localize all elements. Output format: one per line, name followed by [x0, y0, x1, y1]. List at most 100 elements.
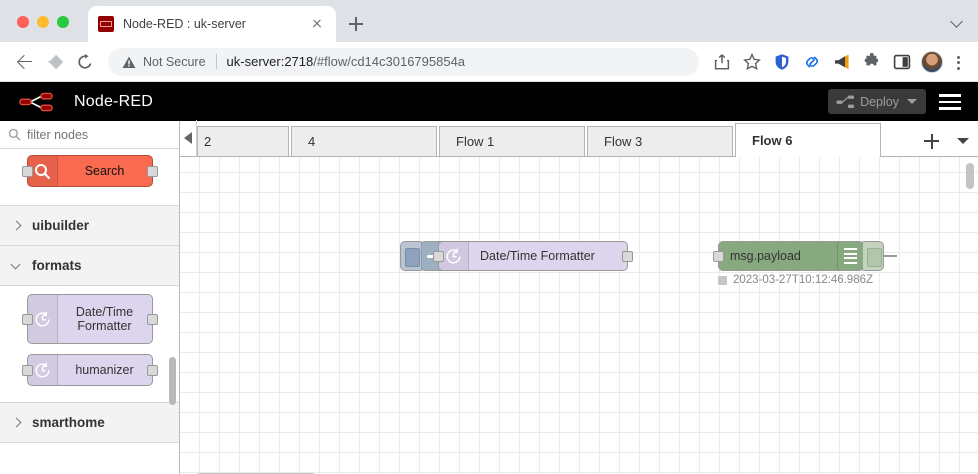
not-secure-warning-icon — [122, 56, 136, 68]
tabbar-actions — [914, 126, 978, 156]
workspace: 2 4 Flow 1 Flow 3 Flow 6 — [180, 120, 978, 474]
deploy-icon — [836, 94, 856, 110]
main-menu-button[interactable] — [939, 94, 961, 114]
palette-scroll-area: Search uibuilder formats — [0, 149, 179, 474]
avatar[interactable] — [918, 48, 946, 76]
browser-tab[interactable]: Node-RED : uk-server — [88, 6, 336, 42]
palette-search[interactable] — [0, 121, 179, 149]
flow-tab-flow-6[interactable]: Flow 6 — [735, 123, 881, 157]
palette-category-label: smarthome — [32, 415, 105, 430]
puzzle-extensions-icon[interactable] — [858, 48, 886, 76]
chevron-down-icon[interactable] — [907, 99, 917, 104]
node-status: 2023-03-27T10:12:46.986Z — [718, 274, 873, 286]
node-output-port[interactable] — [622, 250, 633, 262]
minimize-window-button[interactable] — [37, 16, 49, 28]
chevron-right-icon — [12, 221, 22, 231]
flow-tab-label: 2 — [204, 134, 212, 149]
inject-trigger-button[interactable] — [400, 241, 422, 271]
bookmark-star-icon[interactable] — [738, 48, 766, 76]
close-window-button[interactable] — [17, 16, 29, 28]
palette-node-search[interactable]: Search — [21, 155, 158, 187]
maximize-window-button[interactable] — [57, 16, 69, 28]
reload-button[interactable] — [70, 47, 100, 77]
palette-node-label: Date/Time Formatter — [75, 304, 134, 333]
canvas-vertical-scrollbar[interactable] — [966, 163, 974, 189]
omnibox-divider — [215, 54, 217, 69]
node-input-port[interactable] — [21, 165, 33, 177]
browser-tab-strip: Node-RED : uk-server — [0, 0, 978, 42]
magnifier-icon — [27, 156, 58, 186]
node-input-port[interactable] — [21, 313, 33, 325]
flow-tab-label: Flow 1 — [456, 134, 495, 149]
flow-tab-label: Flow 6 — [752, 133, 793, 148]
node-output-port[interactable] — [146, 313, 158, 325]
flow-list-menu-button[interactable] — [948, 126, 978, 156]
flow-node-label: msg.payload — [730, 249, 801, 263]
chevron-right-icon — [12, 418, 22, 428]
flow-canvas[interactable]: timestamp Date/Time Formatter — [180, 157, 978, 474]
forward-button[interactable] — [40, 47, 70, 77]
node-input-port[interactable] — [21, 364, 33, 376]
flow-node-debug[interactable]: msg.payload — [713, 241, 884, 271]
palette-node-label: Search — [84, 163, 125, 178]
status-dot-icon — [718, 275, 727, 285]
clock-icon — [439, 242, 469, 270]
palette-node-label: humanizer — [75, 362, 134, 377]
browser-toolbar-icons — [708, 48, 968, 76]
back-button[interactable] — [10, 47, 40, 77]
clock-icon — [27, 355, 58, 385]
link-extension-icon[interactable] — [798, 48, 826, 76]
node-red-logo-icon — [18, 91, 64, 113]
url-path: /#flow/cd14c3016795854a — [313, 54, 466, 69]
sidepanel-icon[interactable] — [888, 48, 916, 76]
flow-tabbar: 2 4 Flow 1 Flow 3 Flow 6 — [180, 120, 978, 157]
add-flow-button[interactable] — [914, 126, 948, 156]
palette-node-humanizer[interactable]: humanizer — [21, 354, 158, 386]
nodered-header: Node-RED Deploy — [0, 82, 978, 121]
new-tab-button[interactable] — [344, 12, 368, 36]
deploy-label: Deploy — [860, 94, 899, 109]
flow-node-datetime-formatter[interactable]: Date/Time Formatter — [433, 241, 633, 271]
palette-category-label: uibuilder — [32, 218, 89, 233]
flow-tab-label: Flow 3 — [604, 134, 643, 149]
megaphone-extension-icon[interactable] — [828, 48, 856, 76]
flow-tab-2[interactable]: 2 — [197, 126, 289, 156]
clock-icon — [27, 295, 58, 343]
filter-nodes-input[interactable] — [27, 127, 171, 142]
shield-extension-icon[interactable] — [768, 48, 796, 76]
deploy-button[interactable]: Deploy — [828, 89, 926, 114]
flow-tab-flow-1[interactable]: Flow 1 — [439, 126, 585, 156]
chevron-down-icon — [12, 261, 22, 271]
search-icon — [8, 128, 21, 141]
share-icon[interactable] — [708, 48, 736, 76]
browser-toolbar: Not Secure uk-server:2718/#flow/cd14c301… — [0, 42, 978, 82]
address-bar[interactable]: Not Secure uk-server:2718/#flow/cd14c301… — [108, 47, 699, 76]
window-traffic-lights — [17, 16, 69, 28]
node-input-port[interactable] — [433, 250, 444, 262]
chrome-menu-icon[interactable] — [948, 48, 968, 76]
flow-tab-4[interactable]: 4 — [291, 126, 437, 156]
node-output-port[interactable] — [146, 364, 158, 376]
palette-group-body-top: Search — [0, 149, 179, 206]
palette-category-uibuilder[interactable]: uibuilder — [0, 206, 179, 246]
main-area: Search uibuilder formats — [0, 120, 978, 474]
close-tab-icon[interactable] — [308, 15, 326, 33]
node-red-favicon — [98, 16, 114, 32]
debug-toggle-button[interactable] — [862, 241, 884, 271]
node-input-port[interactable] — [713, 250, 724, 262]
scroll-tabs-left-button[interactable] — [180, 120, 197, 156]
palette-sidebar: Search uibuilder formats — [0, 121, 180, 474]
palette-scrollbar[interactable] — [169, 357, 176, 405]
palette-node-date-time-formatter[interactable]: Date/Time Formatter — [21, 294, 158, 344]
nodered-title: Node-RED — [74, 92, 153, 110]
palette-category-smarthome[interactable]: smarthome — [0, 403, 179, 443]
flow-tab-label: 4 — [308, 134, 316, 149]
url-text: uk-server:2718/#flow/cd14c3016795854a — [227, 54, 466, 69]
node-output-port[interactable] — [146, 165, 158, 177]
debug-bars-icon — [837, 242, 863, 270]
browser-tab-title: Node-RED : uk-server — [123, 17, 246, 31]
palette-category-formats[interactable]: formats — [0, 246, 179, 286]
chevron-down-icon[interactable] — [952, 16, 964, 28]
flow-tab-flow-3[interactable]: Flow 3 — [587, 126, 733, 156]
